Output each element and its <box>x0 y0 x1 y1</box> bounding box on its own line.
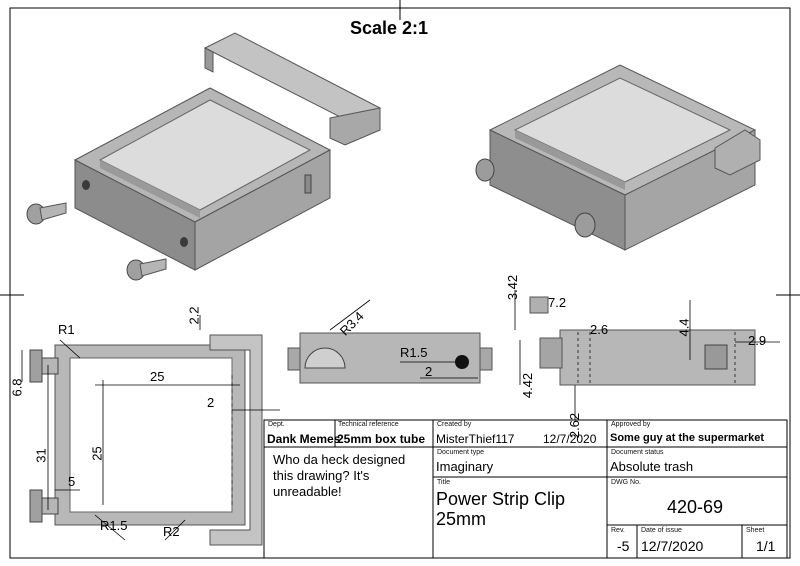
title-label: Title <box>437 479 450 486</box>
dim-25-horizontal: 25 <box>150 369 165 384</box>
doctype-value: Imaginary <box>436 459 494 474</box>
dim-r1-5-mid: R1.5 <box>400 345 428 360</box>
created-date: 12/7/2020 <box>543 432 597 446</box>
title-value: Power Strip Clip 25mm <box>436 489 566 529</box>
dim-2-mid: 2 <box>425 364 433 379</box>
dim-3-42: 3.42 <box>505 274 521 301</box>
iso-view-right <box>475 64 761 251</box>
sheet-label: Sheet <box>746 527 765 534</box>
sheet-value: 1/1 <box>756 538 776 554</box>
title-block-lines <box>263 419 788 559</box>
rev-value: -5 <box>617 538 630 554</box>
docstatus-value: Absolute trash <box>610 459 694 474</box>
docstatus-label: Document status <box>611 449 664 456</box>
techref-label: Technical reference <box>338 421 399 428</box>
dim-4-42: 4.42 <box>520 372 536 399</box>
dwg-value: 420-69 <box>667 497 724 517</box>
approved-label: Approved by <box>611 421 651 428</box>
front-view <box>514 290 780 420</box>
iso-view-left <box>26 32 382 281</box>
dim-31: 31 <box>33 448 49 463</box>
dim-25-vertical: 25 <box>89 446 105 461</box>
dim-4-4: 4.4 <box>676 318 692 337</box>
issue-value: 12/7/2020 <box>641 538 704 554</box>
note-text: Who da heck designed this drawing? It's … <box>273 452 406 499</box>
techref-value: 25mm box tube <box>337 432 426 446</box>
top-view <box>21 334 280 546</box>
rev-label: Rev. <box>611 527 625 534</box>
dim-6-8: 6.8 <box>9 378 25 397</box>
doctype-label: Document type <box>437 449 485 456</box>
dim-7-2: 7.2 <box>548 295 567 310</box>
dwg-label: DWG No. <box>611 479 641 486</box>
scale-label: Scale 2:1 <box>350 18 429 38</box>
dim-r1: R1 <box>58 322 75 337</box>
dim-r2: R2 <box>163 524 180 539</box>
dim-r1-5-left: R1.5 <box>100 518 128 533</box>
side-view <box>199 299 493 384</box>
dept-label: Dept. <box>268 421 285 428</box>
approved-value: Some guy at the supermarket <box>610 432 765 444</box>
dept-value: Dank Memes <box>267 432 341 446</box>
dim-2-6: 2.6 <box>590 322 609 337</box>
dim-2-2: 2.2 <box>186 306 202 325</box>
created-label: Created by <box>437 421 472 428</box>
dim-2-right: 2 <box>207 395 215 410</box>
created-value: MisterThief117 <box>436 432 515 446</box>
issue-label: Date of issue <box>641 527 682 534</box>
dim-5: 5 <box>68 474 76 489</box>
dim-2-9: 2.9 <box>748 333 767 348</box>
